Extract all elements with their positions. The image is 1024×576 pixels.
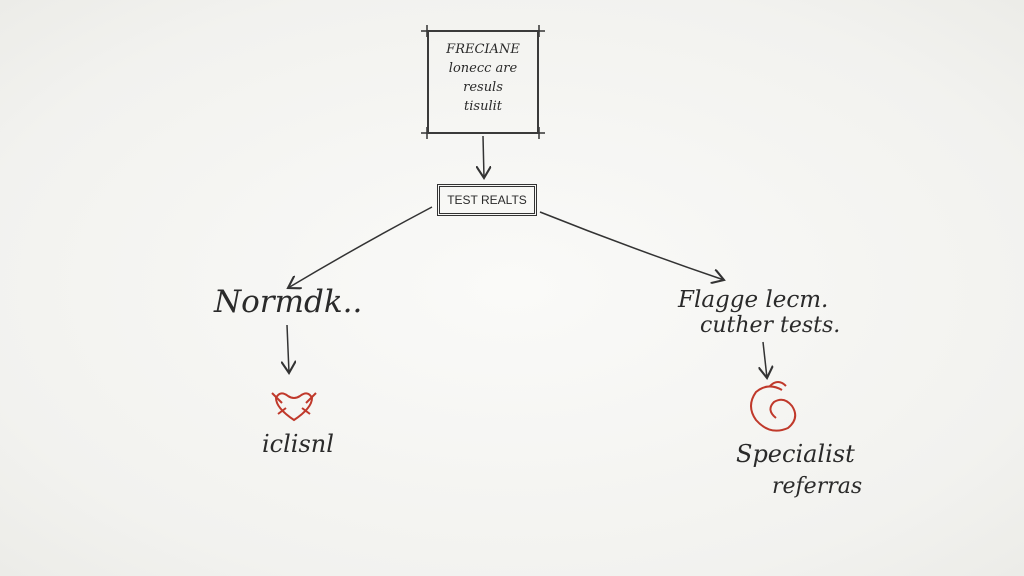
flagged-label-line-1: Flagge lecm.: [678, 287, 829, 313]
heart-icon: [271, 392, 317, 422]
arrow-middle-to-left: [288, 206, 433, 288]
top-box-line-3: resuls: [463, 80, 503, 95]
arrow-flagged-down: [763, 341, 767, 378]
top-box-line-2: lonecc are: [448, 61, 518, 76]
arrow-top-to-middle: [483, 135, 484, 178]
top-box-line-4: tisulit: [464, 99, 502, 114]
normal-label: Normdk..: [214, 284, 363, 320]
swirl-icon: [750, 381, 797, 432]
flagged-label-line-2: cuther tests.: [700, 313, 841, 338]
arrow-normal-down: [287, 324, 289, 373]
middle-box: TEST REALTS: [437, 184, 537, 216]
top-box-line-1: FRECIANE: [446, 42, 520, 57]
specialist-label-line-1: Specialist: [736, 440, 855, 468]
normal-result-label: iclisnl: [262, 430, 334, 458]
specialist-label-line-2: referras: [772, 474, 863, 499]
arrow-middle-to-right: [539, 211, 724, 280]
top-box: FRECIANE lonecc are resuls tisulit: [427, 30, 539, 134]
